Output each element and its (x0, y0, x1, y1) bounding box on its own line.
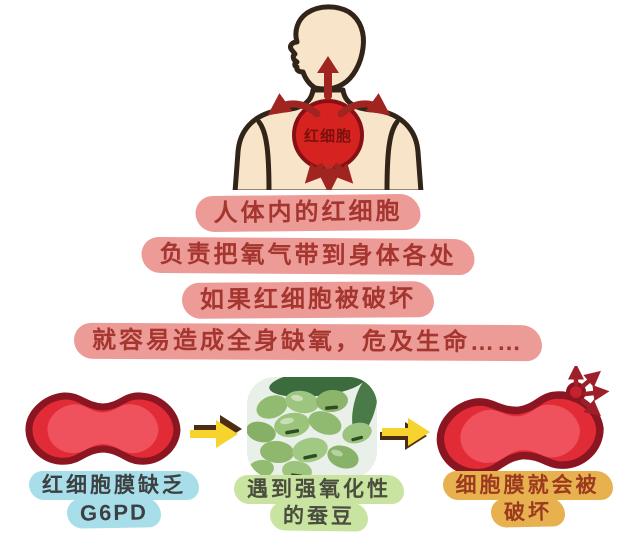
human-body-illustration: 红细胞 (232, 4, 424, 190)
label-line: 细胞膜就会被 (442, 471, 613, 501)
label-line: 的蚕豆 (269, 501, 369, 533)
leak-arrow-up-right-icon (580, 370, 601, 389)
arrow-right-icon (380, 418, 430, 450)
label-line: G6PD (66, 497, 162, 530)
fava-beans-photo (247, 377, 377, 479)
caption-line-2: 负责把氧气带到身体各处 (141, 236, 475, 276)
arrow-right-icon (190, 415, 242, 448)
right-arm-line (384, 119, 400, 190)
arrow-up-head (317, 56, 339, 73)
left-arm-line (256, 119, 272, 190)
caption-line-1: 人体内的红细胞 (195, 193, 421, 233)
arrow-right-shoulder-icon (337, 93, 391, 118)
caption-line-3: 如果红细胞被破坏 (181, 281, 435, 319)
label-line: 破坏 (490, 497, 565, 529)
label-cell-membrane-lacks-g6pd: 红细胞膜缺乏 G6PD (24, 471, 204, 530)
label-line: 红细胞膜缺乏 (29, 471, 199, 501)
label-membrane-destroyed: 细胞膜就会被 破坏 (425, 471, 630, 529)
arrow-left-shoulder-icon (267, 93, 321, 118)
caption-line-4: 就容易造成全身缺氧，危及生命…… (73, 322, 543, 362)
label-line: 遇到强氧化性 (234, 475, 404, 505)
arrow-down-right-icon (333, 163, 354, 184)
red-blood-cell-illustration (25, 392, 181, 465)
label-oxidative-fava-beans: 遇到强氧化性 的蚕豆 (224, 475, 414, 533)
head-shape (288, 4, 366, 92)
arrow-down-left-icon (304, 163, 325, 184)
cell-inner-highlight (47, 404, 159, 454)
broken-red-blood-cell-illustration (436, 366, 610, 474)
fava-beans-art (247, 377, 377, 479)
leak-arrow-right-icon (582, 385, 610, 402)
red-cell-circle-label: 红细胞 (304, 127, 352, 145)
leak-arrow-down-right-icon (580, 398, 601, 417)
cell-inner-highlight (460, 404, 580, 463)
